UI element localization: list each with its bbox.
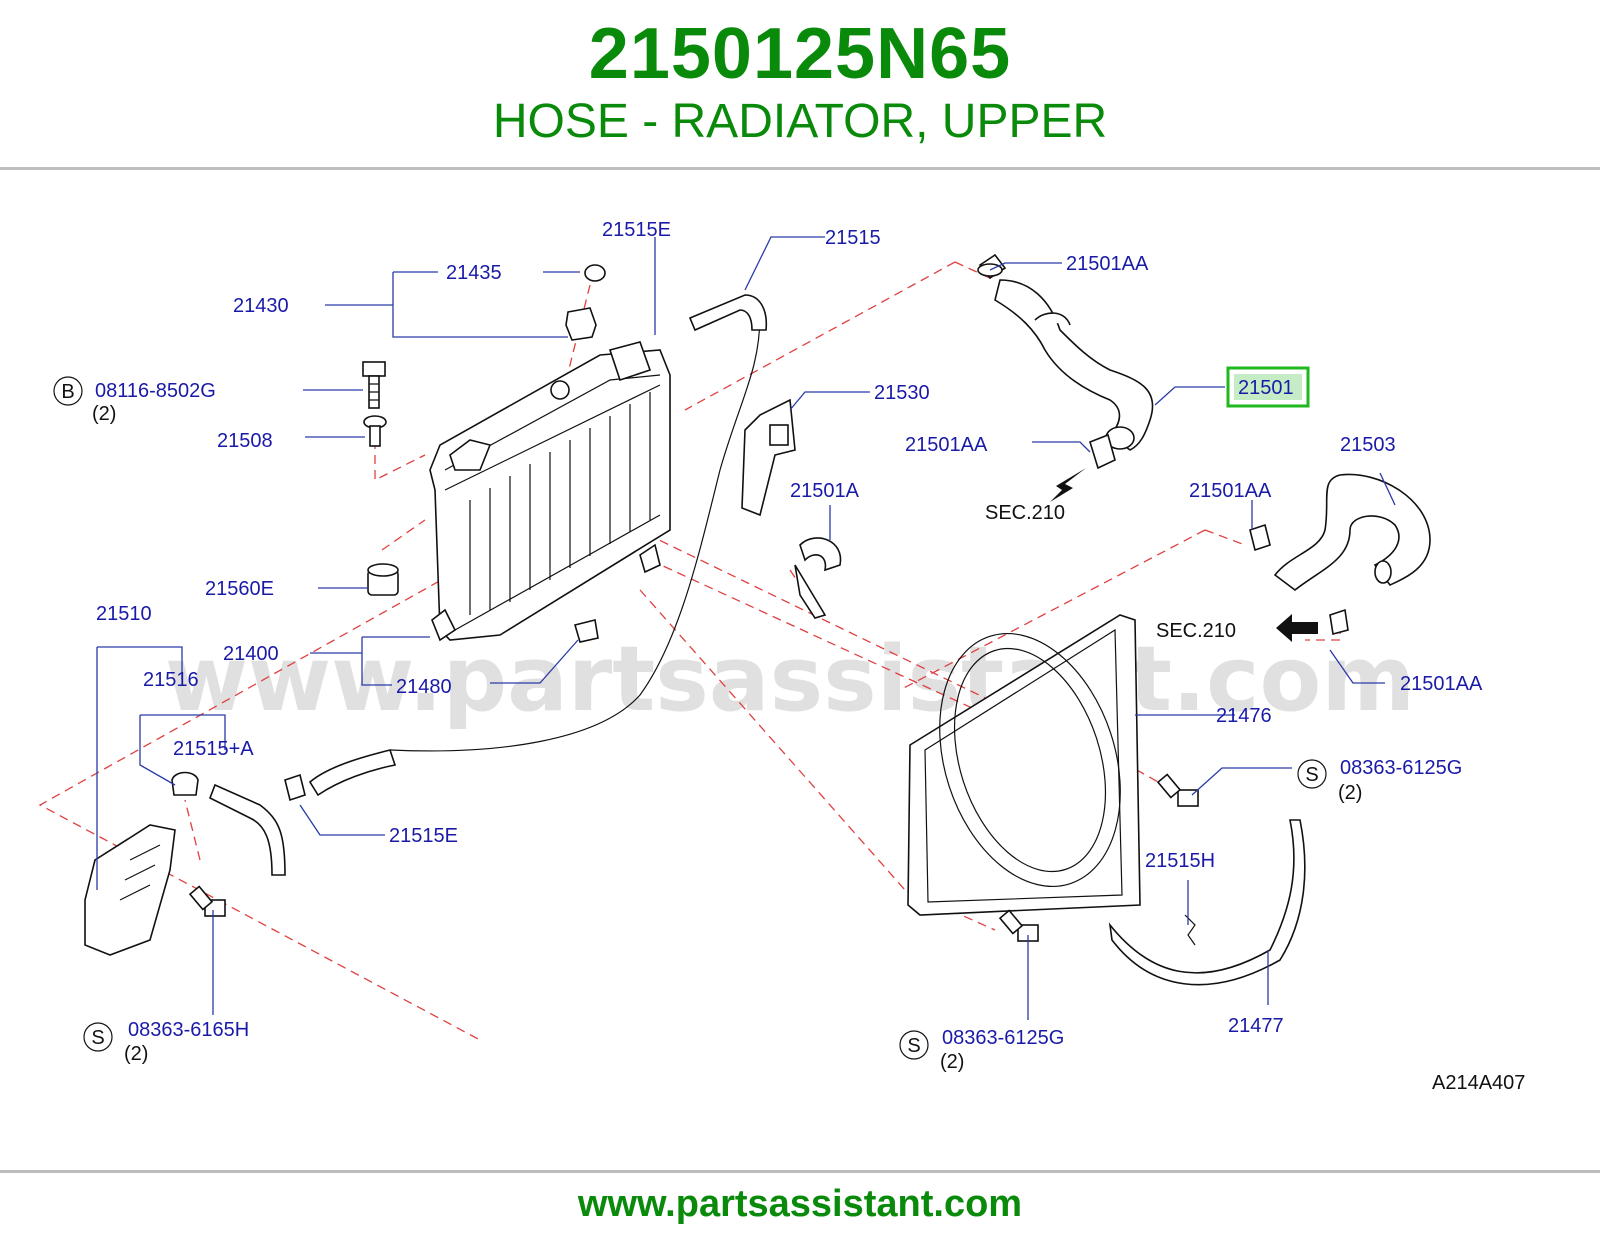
badge-b-icon	[53, 376, 83, 406]
label-21477[interactable]: 21477	[1228, 1015, 1284, 1037]
highlight-fill-21501	[1234, 374, 1302, 400]
label-08363-6125g-lower[interactable]: 08363-6125G	[942, 1027, 1064, 1049]
label-21503[interactable]: 21503	[1340, 434, 1396, 456]
label-21508[interactable]: 21508	[217, 430, 273, 452]
screw-08363-6125g-upper-icon	[1156, 773, 1199, 807]
label-21501aa-2[interactable]: 21501AA	[905, 434, 988, 456]
label-08363-6125g-upper-qty: (2)	[1338, 782, 1362, 804]
label-21515-plus-a[interactable]: 21515+A	[173, 738, 254, 760]
label-21480[interactable]: 21480	[396, 676, 452, 698]
label-21501a[interactable]: 21501A	[790, 480, 860, 502]
label-08363-6125g-lower-qty: (2)	[940, 1051, 964, 1073]
label-08363-6165h-qty: (2)	[124, 1043, 148, 1065]
fan-guard-21477-drawing	[1108, 819, 1306, 986]
label-21501aa-1[interactable]: 21501AA	[1066, 253, 1149, 275]
figure-code: A214A407	[1432, 1072, 1525, 1094]
upper-hose-21501-drawing	[977, 253, 1154, 470]
reservoir-tank-drawing	[84, 771, 286, 956]
header-divider	[0, 167, 1600, 170]
screw-08363-6165h-icon	[188, 885, 226, 917]
clip-21501a-drawing	[794, 537, 842, 619]
label-sec210-1[interactable]: SEC.210	[985, 502, 1065, 524]
screw-08363-6125g-lower-icon	[998, 909, 1039, 942]
label-21476[interactable]: 21476	[1216, 705, 1272, 727]
label-21515h[interactable]: 21515H	[1145, 850, 1215, 872]
footer-website-link[interactable]: www.partsassistant.com	[577, 1183, 1023, 1225]
label-21400[interactable]: 21400	[223, 643, 279, 665]
sec210-arrow-2-icon	[1276, 614, 1318, 642]
page-header: 2150125N65 HOSE - RADIATOR, UPPER	[0, 0, 1600, 168]
label-08116-8502g[interactable]: 08116-8502G	[95, 380, 216, 402]
label-21516[interactable]: 21516	[143, 669, 199, 691]
bolt-08116-drawing	[362, 361, 387, 447]
part-labels: 21515E 21515 21435 21430 B 08116-8502G (…	[53, 219, 1525, 1094]
label-21515[interactable]: 21515	[825, 227, 881, 249]
badge-s1-letter: S	[1305, 764, 1318, 786]
label-21501aa-3[interactable]: 21501AA	[1189, 480, 1272, 502]
label-21435[interactable]: 21435	[446, 262, 502, 284]
badge-s2-icon	[83, 1022, 113, 1052]
badge-s2-letter: S	[91, 1027, 104, 1049]
filler-cap-drawing	[565, 264, 606, 341]
label-21501aa-4[interactable]: 21501AA	[1400, 673, 1483, 695]
badge-b-letter: B	[61, 381, 74, 403]
part-name-subtitle: HOSE - RADIATOR, UPPER	[492, 95, 1108, 148]
badge-s1-icon	[1297, 759, 1327, 789]
badge-s3-icon	[899, 1030, 929, 1060]
label-08363-6165h[interactable]: 08363-6165H	[128, 1019, 249, 1041]
label-21530[interactable]: 21530	[874, 382, 930, 404]
label-21501-highlighted[interactable]: 21501	[1238, 377, 1294, 399]
leader-lines	[96, 236, 1396, 1020]
parts-diagram: www.partsassistant.com	[38, 219, 1525, 1094]
badge-s3-letter: S	[907, 1035, 920, 1057]
radiator-drawing	[429, 341, 671, 642]
label-sec210-2[interactable]: SEC.210	[1156, 620, 1236, 642]
label-08116-8502g-qty: (2)	[92, 403, 116, 425]
sec210-arrow-1-icon	[1050, 468, 1086, 502]
mount-21560e-drawing	[367, 563, 399, 596]
label-08363-6125g-upper[interactable]: 08363-6125G	[1340, 757, 1462, 779]
bracket-21530-drawing	[741, 398, 796, 517]
label-21560e[interactable]: 21560E	[205, 578, 274, 600]
clip-21480-drawing	[573, 619, 599, 643]
label-21510[interactable]: 21510	[96, 603, 152, 625]
label-21515e-top[interactable]: 21515E	[602, 219, 671, 241]
label-21515e-bottom[interactable]: 21515E	[389, 825, 458, 847]
fan-shroud-21476-drawing	[907, 614, 1141, 916]
lower-hose-21503-drawing	[1249, 473, 1431, 636]
part-number-title: 2150125N65	[588, 14, 1012, 94]
overflow-hose-drawing	[284, 294, 768, 802]
footer-divider	[0, 1170, 1600, 1173]
label-21430[interactable]: 21430	[233, 295, 289, 317]
